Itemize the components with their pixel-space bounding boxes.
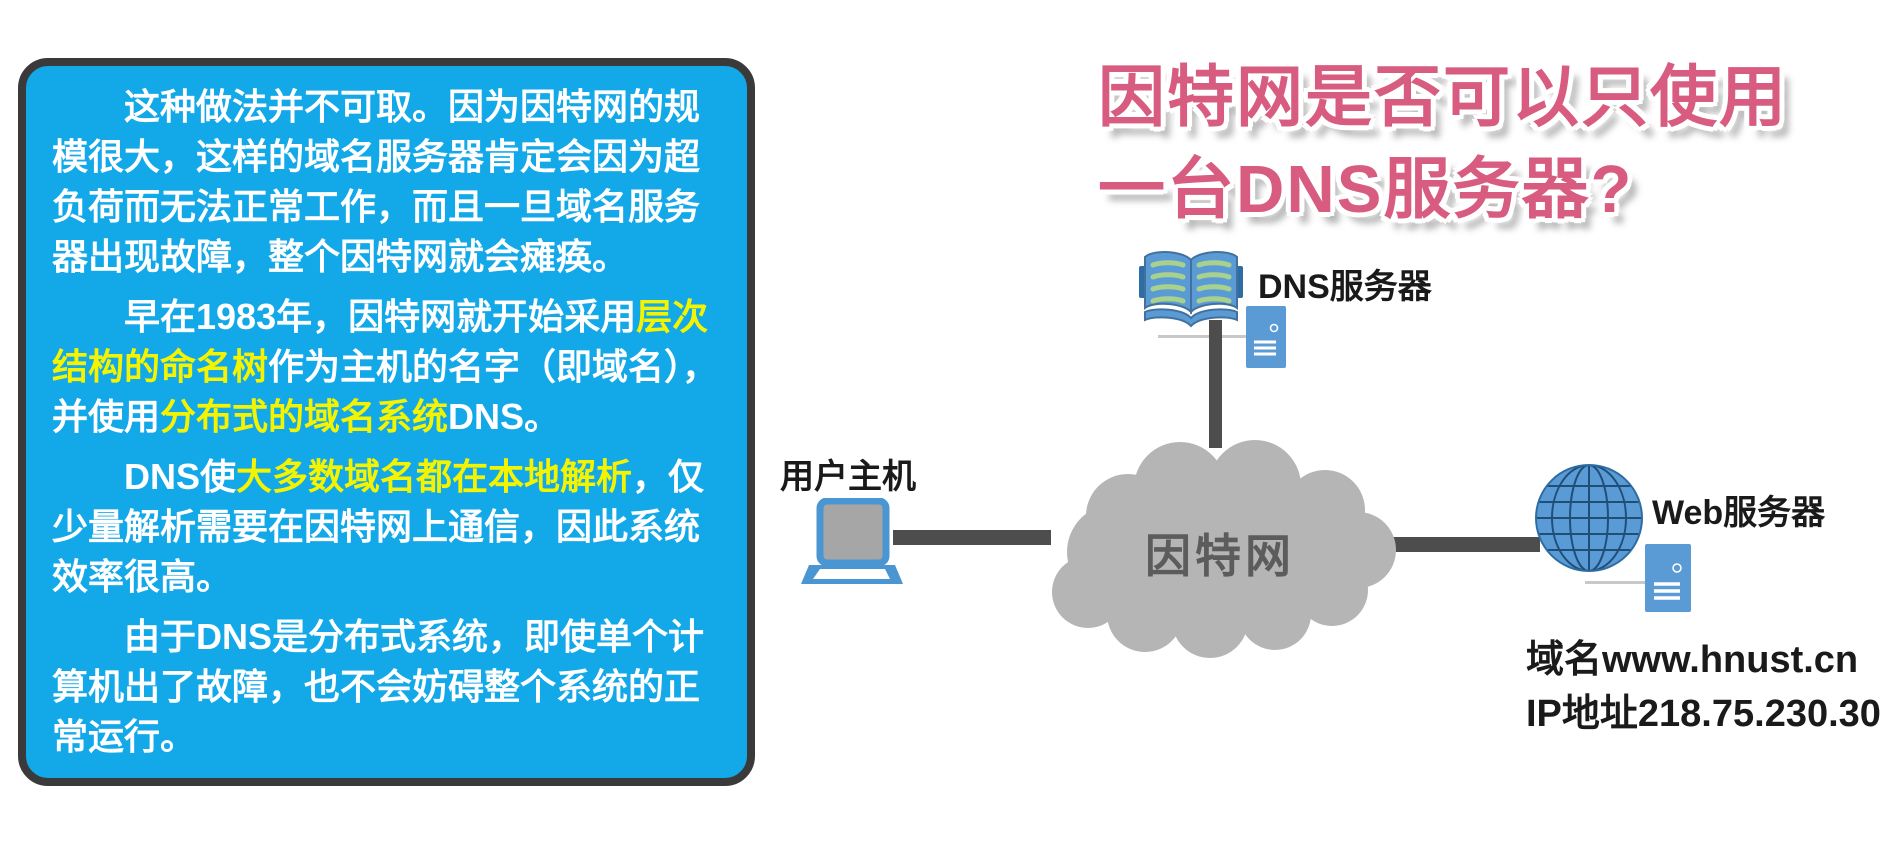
link-host-to-internet xyxy=(893,530,1051,545)
highlighted-text: 层次结构的命名树 xyxy=(52,296,709,387)
panel-text: DNS使 xyxy=(124,456,237,497)
panel-text: ，仅少量解析需要在因特网上通信，因此系统效率很高。 xyxy=(52,456,705,597)
panel-text: 由于DNS是分布式系统，即使单个计算机出了故障，也不会妨碍整个系统的正常运行。 xyxy=(52,616,705,757)
internet-cloud: 因特网 xyxy=(1040,424,1400,659)
explanation-panel: 这种做法并不可取。因为因特网的规模很大，这样的域名服务器肯定会因为超负荷而无法正… xyxy=(18,58,755,786)
web-server-cable xyxy=(1585,581,1650,584)
panel-text: 早在1983年，因特网就开始采用 xyxy=(124,296,637,337)
web-server-label: Web服务器 xyxy=(1652,494,1826,532)
domain-name-text: 域名www.hnust.cn xyxy=(1526,639,1859,681)
ip-address-text: IP地址218.75.230.30 xyxy=(1526,693,1881,735)
panel-paragraph: DNS使大多数域名都在本地解析，仅少量解析需要在因特网上通信，因此系统效率很高。 xyxy=(52,452,723,602)
link-internet-to-web xyxy=(1378,537,1540,552)
panel-paragraphs: 这种做法并不可取。因为因特网的规模很大，这样的域名服务器肯定会因为超负荷而无法正… xyxy=(52,82,723,762)
cloud-icon xyxy=(1052,440,1396,658)
link-dns-to-internet xyxy=(1209,320,1222,448)
highlighted-text: 分布式的域名系统 xyxy=(160,396,449,437)
panel-paragraph: 早在1983年，因特网就开始采用层次结构的命名树作为主机的名字（即域名），并使用… xyxy=(52,292,723,442)
page-title: 因特网是否可以只使用 一台DNS服务器? xyxy=(1098,52,1878,236)
server-tower-icon xyxy=(1645,544,1691,612)
laptop-icon xyxy=(796,497,904,586)
panel-paragraph: 由于DNS是分布式系统，即使单个计算机出了故障，也不会妨碍整个系统的正常运行。 xyxy=(52,612,723,762)
highlighted-text: 大多数域名都在本地解析 xyxy=(236,456,633,497)
panel-text: DNS。 xyxy=(448,396,561,437)
page-title-line2: 一台DNS服务器? xyxy=(1098,152,1634,227)
internet-label: 因特网 xyxy=(1145,530,1295,582)
page-title-line1: 因特网是否可以只使用 xyxy=(1098,60,1788,135)
user-host-label: 用户主机 xyxy=(780,458,916,496)
open-book-icon xyxy=(1138,248,1244,333)
panel-paragraph: 这种做法并不可取。因为因特网的规模很大，这样的域名服务器肯定会因为超负荷而无法正… xyxy=(52,82,723,282)
dns-server-cable xyxy=(1158,335,1250,338)
panel-text: 这种做法并不可取。因为因特网的规模很大，这样的域名服务器肯定会因为超负荷而无法正… xyxy=(52,86,701,277)
globe-icon xyxy=(1534,462,1644,574)
dns-server-label: DNS服务器 xyxy=(1258,268,1432,306)
panel-text: 作为主机的名字（即域名），并使用 xyxy=(52,346,719,437)
server-tower-icon xyxy=(1246,306,1286,368)
